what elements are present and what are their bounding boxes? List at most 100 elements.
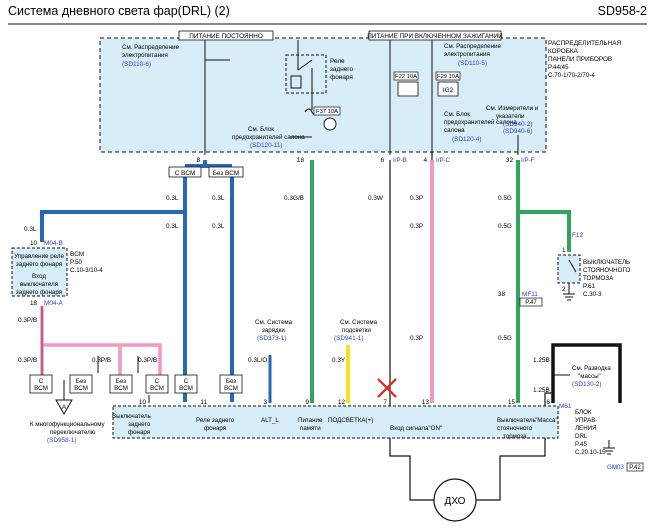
opt-bez-bcm-1 [69,374,93,394]
ref-sd940-2: (SD940-2) [503,121,532,128]
pin-8: 8 [196,157,200,164]
jb-label-1: РАСПРЕДЕЛИТЕЛЬНАЯ [548,40,621,47]
drl-label-tail-3: фонаря [128,429,150,436]
drl-label-tail-2: заднего [128,421,151,428]
option-with-bcm-top [168,166,202,178]
bcm-input-3: заднего фонаря [16,289,62,296]
junction-box [99,37,547,153]
wire-label-17: 0.3Y [332,357,346,364]
ref-charge-2: зарядки [262,327,285,334]
bcm-input: Вход [32,273,46,280]
fuse-f22-label: F22 10A [395,74,417,80]
drl-label-brake-1: Выключатель [497,417,536,424]
bcm-name: BCM [70,251,84,258]
drl-gm03: GM03 [607,464,624,471]
dho-label: ДХО [445,496,466,507]
relay-coil [290,75,302,89]
ref-power-dist-4: электропитания [444,51,490,58]
bcm-m04a: M04-A [44,300,64,307]
pin-4: 4 [423,157,427,164]
fuse-f29-box [435,71,461,81]
ref-sd110-6: (SD110-6) [122,61,151,68]
wire-label-16: 0.3L/O [248,357,267,364]
bcm-m04b: M04-B [44,240,63,247]
headlamp-icon [397,81,419,97]
bcm-relay-ctl-2: заднего фонаря [16,261,62,268]
drl-name-2: УПРАВ- [575,417,597,424]
wire-label-9: 0.3P [410,223,423,230]
ref-ground-1: См. Разводка [572,365,611,372]
ref-power-dist-1: См. Распределение [122,44,179,51]
drl-label-mem-2: памяти [300,425,321,432]
drl-pin-13: 13 [422,399,430,406]
opt-bez-bcm-2-label-1: Без [116,378,126,385]
relay-label-3: фонаря [330,74,353,81]
drl-pin-11: 11 [200,399,207,406]
drl-name-3: ЛЕНИЯ [575,425,597,432]
wire-black-ground [551,343,622,403]
ref-sd940-6: (SD940-6) [503,128,532,135]
brake-f12: F12 [572,232,583,239]
opt-bez-bcm-3-label-2: BCM [224,385,238,392]
opt-c-bcm-3-label-2: BCM [179,385,193,392]
drl-name-1: БЛОК [575,409,592,416]
jb-label-2: КОРОБКА [548,48,579,55]
bcm-pin-10: 10 [30,240,38,247]
wire-label-3: 0.3G/B [284,195,304,202]
opt-c-bcm-1-label-2: BCM [34,385,48,392]
bus-ignition-box [368,30,502,41]
drl-label-brake-2: стояночного [497,425,533,432]
fuse-f37-label: F37 10A [316,109,338,115]
wire-green-brake-switch [518,210,571,252]
bcm-box [11,247,68,297]
wire-label-5: 0.3P [410,195,423,202]
opt-c-bcm-3-label-1: С [184,378,189,385]
pin-32: 32 [506,157,514,164]
ref-power-dist-2: электропитания [122,52,168,59]
option-with-bcm-top-label: С BCM [175,170,196,177]
ref-sd941-1: (SD941-1) [334,335,363,342]
relay-box [285,54,327,94]
option-without-bcm-top [208,166,244,178]
drl-p42-box [626,462,644,472]
opt-c-bcm-1-label-1: С [39,378,44,385]
bcm-relay-ctl: Управление реле [14,253,64,260]
wire-label-21: 1.25B [533,387,550,394]
drl-label-alt: ALT_L [261,417,279,424]
drl-p42: P.42 [629,465,641,471]
wire-label-8: 0.3L [212,223,225,230]
ig2-label: IG2 [443,87,454,94]
drl-label-on: Вход сигнала"ON" [390,425,442,432]
wire-label-12: 0.3P/B [18,317,37,324]
ref-fuse-block-5: салона [444,127,465,134]
drl-c20: C.20.10-15 [575,449,606,456]
bcm-c10: C.10-3/10-4 [70,267,103,274]
drl-label-light: ПОДСВЕТКА(+) [328,417,373,424]
relay-label-1: Реле [330,58,345,65]
pin-ipc: I/P-C [436,157,451,164]
bcm-pin-18: 18 [30,300,38,307]
brake-p61: P.61 [583,283,595,290]
bulb-icon [323,117,337,131]
drl-label-mem-1: Питание [298,417,323,424]
brake-pin-2: 2 [562,286,566,293]
wire-label-10: 0.5G [498,223,512,230]
jb-ref-2: C.70-1/70-2/70-4 [548,72,595,79]
opt-bez-bcm-3-label-1: Без [226,378,236,385]
pin-6: 6 [380,157,384,164]
opt-bez-bcm-1-label-1: Без [76,378,86,385]
ref-switch-2: переключателю [50,429,96,436]
wire-label-19: 0.5G [498,335,512,342]
brake-c30: C.30-3 [583,291,602,298]
relay-contact [297,59,313,71]
drl-label-relay-2: фонаря [204,425,226,432]
wire-label-2: 0.3L [212,195,225,202]
wire-label-20: 1.25B [533,357,550,364]
wire-white-on [389,160,434,501]
brake-switch-contact [568,259,577,273]
ig2-box [437,81,459,97]
drl-label-tail-1: Выключатель [112,413,151,420]
jb-label-3: ПАНЕЛИ ПРИБОРОВ [548,56,612,63]
conn-pin-38: 38 [498,291,506,298]
